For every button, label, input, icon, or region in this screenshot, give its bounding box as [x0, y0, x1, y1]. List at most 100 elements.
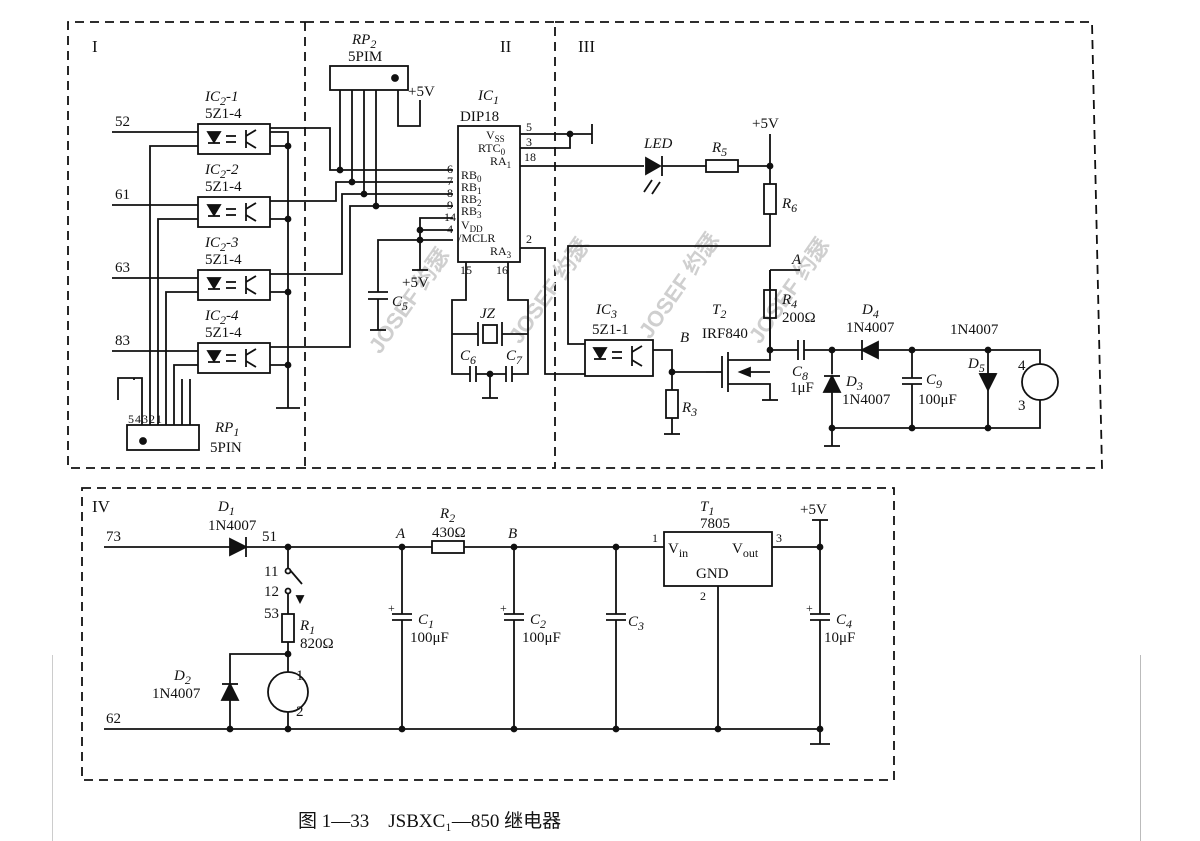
node-a: A [395, 526, 406, 542]
relay-coil-output [1021, 363, 1059, 401]
ic1-pin-vdd: VDD [461, 218, 483, 234]
input-83: 83 [115, 333, 130, 349]
resistor-r3 [665, 389, 679, 419]
node-b-top: B [680, 330, 689, 346]
page-edge-right [1140, 655, 1141, 841]
terminal-51: 51 [262, 529, 277, 545]
ic1-pin-mclr: /MCLR [458, 231, 495, 245]
r2-value: 430Ω [432, 525, 466, 541]
d3-type: 1N4007 [842, 392, 891, 408]
ic1-pin-num-3: 3 [526, 135, 532, 149]
ic3-ref: IC3 [595, 302, 617, 321]
node-a-top: A [791, 252, 802, 268]
r4-label: R4 [781, 292, 797, 311]
t1-type: 7805 [700, 516, 730, 532]
resistor-r5 [705, 159, 739, 173]
rp1-resistor-pack [126, 424, 200, 451]
rp1-type: 5PIN [210, 440, 242, 456]
ic1-pin-ra1: RA1 [490, 154, 511, 170]
frame-section-1 [67, 21, 305, 469]
ic1-pin-num-8: 8 [447, 186, 453, 200]
d2-type: 1N4007 [152, 686, 201, 702]
ic1-pin-num-14: 14 [444, 210, 456, 224]
ic1-pin-num-5: 5 [526, 120, 532, 134]
c2-label: C2 [530, 612, 546, 631]
input-61: 61 [115, 187, 130, 203]
r6-label: R6 [781, 196, 797, 215]
c8-value: 1μF [790, 380, 814, 396]
ic1-pin-num-18: 18 [524, 150, 536, 164]
output-supply: +5V [800, 502, 827, 518]
page-edge-left [52, 655, 53, 841]
rp1-ref: RP1 [214, 420, 239, 439]
c9-value: 100μF [918, 392, 957, 408]
section-label-4: IV [92, 497, 111, 516]
svg-text:+: + [500, 601, 507, 615]
ic2-1-ref: IC2-1 [204, 89, 239, 108]
ic1-type: DIP18 [460, 109, 499, 125]
svg-text:JOSEF 约瑟: JOSEF 约瑟 [504, 233, 595, 347]
ic1-pin-rb3: RB3 [461, 204, 482, 220]
rp2-resistor-pack [329, 65, 409, 91]
ic3-type: 5Z1-1 [592, 322, 629, 338]
r4-value: 200Ω [782, 310, 816, 326]
ic1-pin-ra3: RA3 [490, 244, 512, 260]
c4-label: C4 [836, 612, 852, 631]
section-frames [67, 21, 1103, 781]
d3-label: D3 [845, 374, 863, 393]
mosfet-t2 [706, 270, 778, 401]
c7-label: C7 [506, 348, 523, 367]
svg-text:+: + [388, 601, 395, 615]
ic1-pin-vss: VSS [486, 128, 505, 144]
ic1-pin-num-2: 2 [526, 232, 532, 246]
led [645, 156, 662, 176]
c1-label: C1 [418, 612, 434, 631]
input-52: 52 [115, 114, 130, 130]
resistor-r1 [281, 613, 295, 643]
svg-text:+: + [806, 601, 813, 615]
t1-vin: Vin [668, 541, 688, 560]
ic2-4-type: 5Z1-4 [205, 325, 242, 341]
ic1-pin-rtc0: RTC0 [478, 141, 506, 157]
t1-pin2: 2 [700, 589, 706, 603]
frame-section-4 [81, 487, 895, 781]
optocoupler-ic2-4 [197, 342, 271, 374]
d5-label: D5 [967, 356, 985, 375]
terminal-53: 53 [264, 606, 279, 622]
t1-vout: Vout [732, 541, 759, 560]
svg-text:JOSEF 约瑟: JOSEF 约瑟 [744, 233, 835, 347]
ic2-1-type: 5Z1-4 [205, 106, 242, 122]
frame-section-2 [305, 21, 556, 469]
rp2-ref: RP2 [351, 32, 376, 51]
resistor-r2 [431, 540, 465, 554]
ic2-2-ref: IC2-2 [204, 162, 239, 181]
rp2-type: 5PIM [348, 49, 382, 65]
ic1-pin-rb2: RB2 [461, 192, 482, 208]
ic2-3-type: 5Z1-4 [205, 252, 242, 268]
c5-label: C5 [392, 294, 408, 313]
rp2-supply: +5V [408, 84, 435, 100]
diode-d2 [220, 681, 240, 701]
optocoupler-ic2-3 [197, 269, 271, 301]
figure-caption: 图 1—33 JSBXC₁—850 继电器 [298, 811, 562, 832]
terminal-11: 11 [264, 564, 278, 580]
led-label: LED [643, 136, 673, 152]
diode-d5 [978, 373, 998, 393]
section-label-1: I [92, 37, 98, 56]
r3-label: R3 [681, 400, 697, 419]
r2-label: R2 [439, 506, 455, 525]
d5-type: 1N4007 [950, 322, 999, 338]
t2-ref: T2 [712, 302, 726, 321]
t1-pin1: 1 [652, 531, 658, 545]
t2-type: IRF840 [702, 326, 748, 342]
crystal-label: JZ [480, 306, 496, 322]
c3-label: C3 [628, 614, 644, 633]
c9-label: C9 [926, 372, 942, 391]
terminal-12: 12 [264, 584, 279, 600]
coil-pin-3: 3 [1018, 398, 1026, 414]
ic1-ref: IC1 [477, 88, 499, 107]
ic2-2-type: 5Z1-4 [205, 179, 242, 195]
d1-label: D1 [217, 499, 235, 518]
r6-supply: +5V [752, 116, 779, 132]
